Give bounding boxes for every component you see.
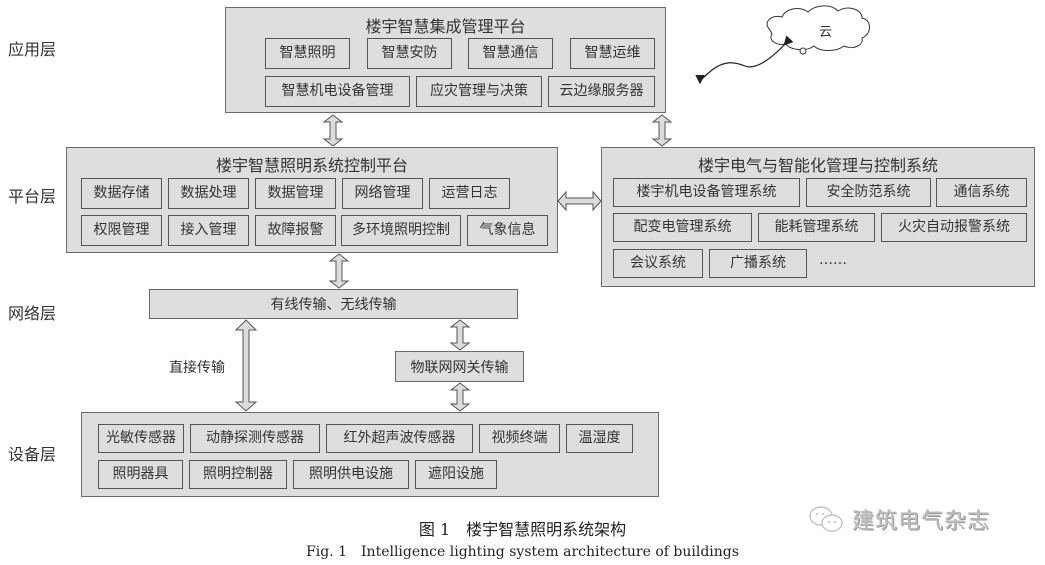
electrical-system-title: 楼宇电气与智能化管理与控制系统 <box>697 156 938 175</box>
platform-item: 数据管理 <box>255 178 336 209</box>
app-item: 智慧照明 <box>265 38 350 69</box>
iot-gateway-box: 物联网网关传输 <box>395 351 524 382</box>
application-platform-panel: 楼宇智慧集成管理平台 智慧照明 智慧安防 智慧通信 智慧运维 智慧机电设备管理 … <box>225 7 666 113</box>
double-arrow-network-iot <box>449 319 471 351</box>
direct-transmission-label: 直接传输 <box>169 360 225 376</box>
platform-item: 网络管理 <box>342 178 423 209</box>
lighting-control-platform-panel: 楼宇智慧照明系统控制平台 数据存储 数据处理 数据管理 网络管理 运营日志 权限… <box>66 147 558 253</box>
double-arrow-app-lighting <box>322 114 344 147</box>
more-systems-ellipsis: …… <box>819 252 847 268</box>
app-item: 应灾管理与决策 <box>416 76 542 107</box>
platform-item: 运营日志 <box>429 178 510 209</box>
platform-item: 权限管理 <box>81 215 162 246</box>
cloud-tail-dot <box>799 47 807 55</box>
layer-label-network: 网络层 <box>8 304 57 323</box>
platform-item: 数据处理 <box>168 178 249 209</box>
app-item: 智慧通信 <box>468 38 553 69</box>
app-item: 智慧运维 <box>570 38 655 69</box>
device-item: 照明控制器 <box>189 460 287 489</box>
figure-caption-cn: 图 1 楼宇智慧照明系统架构 <box>418 520 627 539</box>
platform-item: 气象信息 <box>467 215 548 246</box>
platform-item: 数据存储 <box>81 178 162 209</box>
double-arrow-app-electrical <box>651 114 673 147</box>
iot-gateway-label: 物联网网关传输 <box>410 360 509 376</box>
layer-label-platform: 平台层 <box>8 187 57 206</box>
app-item: 智慧机电设备管理 <box>265 76 410 107</box>
platform-item: 故障报警 <box>255 215 336 246</box>
cloud-link-curve <box>695 35 794 85</box>
device-item: 红外超声波传感器 <box>326 424 473 453</box>
device-item: 光敏传感器 <box>98 424 184 453</box>
device-panel: 光敏传感器 动静探测传感器 红外超声波传感器 视频终端 温湿度 照明器具 照明控… <box>81 412 659 497</box>
platform-item: 多环境照明控制 <box>341 215 461 246</box>
application-platform-title: 楼宇智慧集成管理平台 <box>365 17 526 36</box>
device-item: 动静探测传感器 <box>190 424 320 453</box>
device-item: 温湿度 <box>566 424 633 453</box>
double-arrow-platform-network <box>328 253 350 289</box>
network-bar-label: 有线传输、无线传输 <box>270 297 397 313</box>
app-item: 云边缘服务器 <box>548 76 655 107</box>
system-item: 能耗管理系统 <box>758 213 875 242</box>
double-arrow-direct-transmission <box>234 319 258 412</box>
cloud-label: 云 <box>819 25 833 40</box>
app-item: 智慧安防 <box>367 38 452 69</box>
double-arrow-iot-device <box>449 382 471 412</box>
double-arrow-lighting-electrical <box>557 190 602 212</box>
system-item: 配变电管理系统 <box>613 213 752 242</box>
system-item: 火灾自动报警系统 <box>881 213 1027 242</box>
system-item: 安全防范系统 <box>806 178 931 207</box>
watermark-text: 建筑电气杂志 <box>852 509 991 534</box>
system-item: 广播系统 <box>709 249 807 278</box>
system-item: 楼宇机电设备管理系统 <box>613 178 800 207</box>
device-item: 视频终端 <box>479 424 560 453</box>
electrical-management-system-panel: 楼宇电气与智能化管理与控制系统 楼宇机电设备管理系统 安全防范系统 通信系统 配… <box>601 147 1035 287</box>
layer-label-application: 应用层 <box>8 40 57 59</box>
lighting-platform-title: 楼宇智慧照明系统控制平台 <box>215 156 408 175</box>
platform-item: 接入管理 <box>168 215 249 246</box>
system-item: 通信系统 <box>936 178 1027 207</box>
device-item: 照明供电设施 <box>293 460 409 489</box>
system-item: 会议系统 <box>613 249 703 278</box>
device-item: 遮阳设施 <box>415 460 497 489</box>
device-item: 照明器具 <box>98 460 183 489</box>
layer-label-device: 设备层 <box>8 445 57 464</box>
wired-wireless-transmission-bar: 有线传输、无线传输 <box>149 289 518 319</box>
figure-caption-en: Fig. 1 Intelligence lighting system arch… <box>306 544 739 560</box>
wechat-icon <box>809 506 843 532</box>
